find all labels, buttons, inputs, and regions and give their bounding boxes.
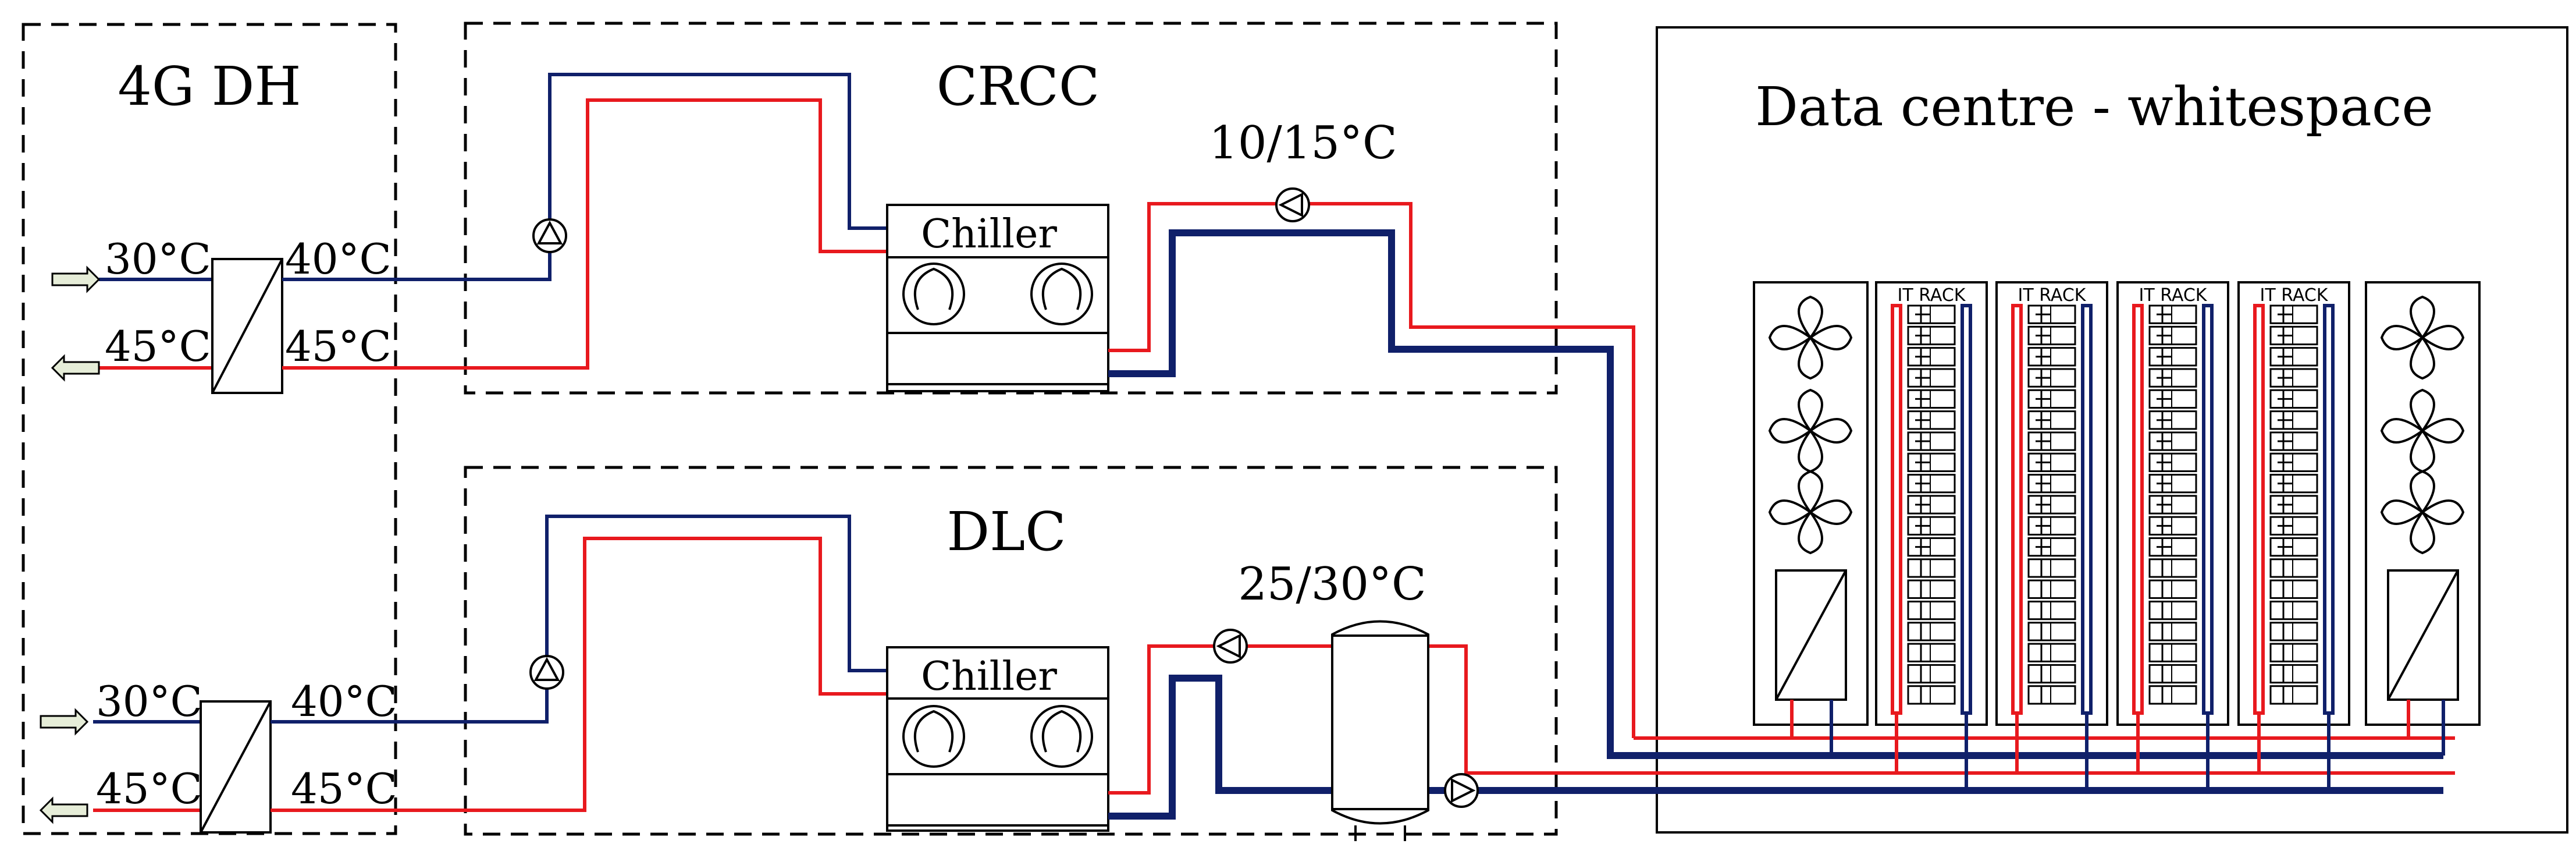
crcc-box [464,22,1558,395]
arrow-in-icon [51,265,101,293]
compressor-icon [1030,705,1093,768]
it-rack-label: IT RACK [2018,285,2087,306]
it-rack-label: IT RACK [2139,285,2208,306]
fan-icon [1768,470,1853,555]
fan-icon [2380,295,2465,380]
compressor-icon [902,705,965,768]
hx-bottom-out-hot: 45°C [291,764,397,813]
dh-box [22,23,397,835]
storage-tank-icon [1331,620,1429,841]
dlc-title: DLC [947,501,1066,563]
hx-top-out-cold: 40°C [285,235,392,283]
crcc-title: CRCC [937,55,1100,118]
datacentre-title: Data centre - whitespace [1755,76,2433,138]
it-rack-label: IT RACK [1898,285,1966,306]
crcc-temp-label: 10/15°C [1209,117,1397,169]
crah-unit-left [1753,281,1869,726]
crah-unit-right [2365,281,2481,726]
dlc-box [464,466,1558,836]
it-rack: IT RACK [1875,281,1988,790]
dlc-temp-label: 25/30°C [1238,558,1426,611]
pump-icon [1213,629,1248,664]
it-rack: IT RACK [1995,281,2108,790]
pump-icon [532,218,567,253]
compressor-icon [902,263,965,325]
pump-icon [529,655,564,690]
it-rack-label: IT RACK [2260,285,2329,306]
it-rack: IT RACK [2116,281,2229,790]
datacentre-box [1656,26,2568,834]
arrow-out-icon [39,796,88,824]
hx-bottom-in-hot: 45°C [96,764,202,813]
chiller-crcc: Chiller [886,204,1109,392]
fan-icon [2380,388,2465,473]
it-rack: IT RACK [2237,281,2350,790]
hx-top-in-hot: 45°C [105,322,211,371]
hx-bottom-in-cold: 30°C [96,677,202,726]
arrow-in-icon [40,708,89,736]
pump-icon [1444,773,1479,808]
fan-icon [1768,388,1853,473]
hx-top-in-cold: 30°C [105,235,211,283]
pump-icon [1275,187,1310,222]
arrow-out-icon [51,354,100,382]
compressor-icon [1030,263,1093,325]
hx-top-out-hot: 45°C [285,322,392,371]
hx-bottom-out-cold: 40°C [291,677,397,726]
chiller-dlc: Chiller [886,646,1109,832]
chiller-label: Chiller [921,654,1057,700]
fan-icon [2380,470,2465,555]
chiller-label: Chiller [921,211,1057,257]
it-racks: IT RACK IT RACK IT RACK IT RACK [1875,281,2350,790]
fan-icon [1768,295,1853,380]
dh-title: 4G DH [118,55,301,118]
